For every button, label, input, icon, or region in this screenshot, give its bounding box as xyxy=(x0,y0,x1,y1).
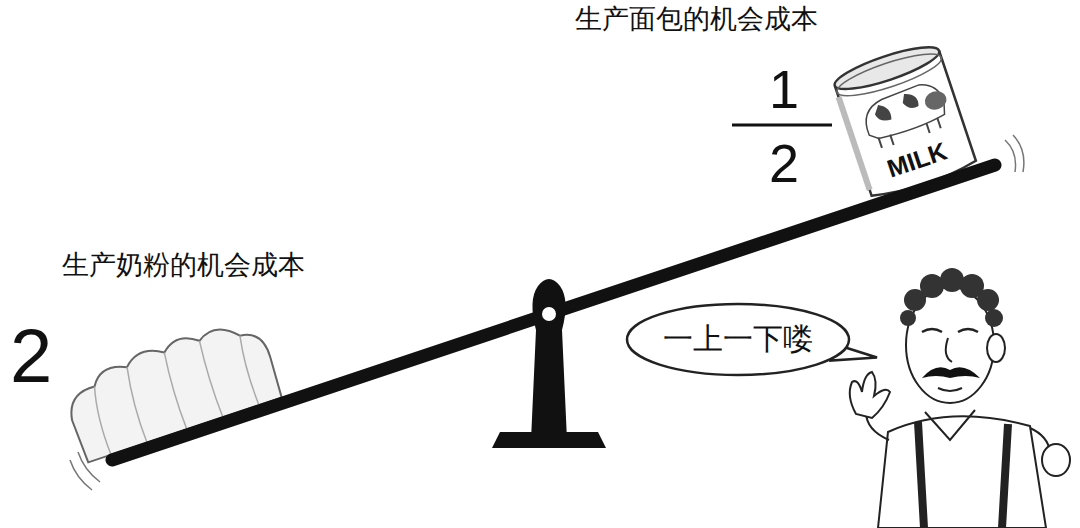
seesaw-beam xyxy=(112,165,995,460)
man-ear xyxy=(987,334,1005,362)
fraction-numerator: 1 xyxy=(769,62,799,116)
man-mouth xyxy=(938,388,962,391)
man-left-hand xyxy=(850,372,890,418)
fulcrum-base xyxy=(492,432,606,448)
motion-mark xyxy=(1013,135,1024,172)
man-nose xyxy=(946,338,952,362)
cow-head xyxy=(922,88,949,112)
fraction-denominator: 2 xyxy=(769,136,799,190)
man-suspenders xyxy=(918,422,1008,528)
man-torso xyxy=(878,416,1046,528)
man-right-hand xyxy=(1042,444,1070,476)
man-collar xyxy=(925,410,975,440)
bubble-ellipse xyxy=(627,304,849,375)
man-mustache xyxy=(922,367,980,378)
speech-bubble: 一上一下喽 xyxy=(625,302,851,377)
man-hair xyxy=(900,268,1003,327)
fraction-bar xyxy=(732,124,832,127)
man-eyes xyxy=(922,329,978,332)
cow-body xyxy=(859,79,949,143)
cost-caption: 生产面包的机会成本 xyxy=(575,6,818,33)
cost-value: 2 xyxy=(10,318,52,394)
cost-caption: 生产奶粉的机会成本 xyxy=(62,252,305,279)
bubble-text: 一上一下喽 xyxy=(663,322,813,357)
motion-mark xyxy=(70,460,92,490)
cartoon-man xyxy=(850,268,1070,528)
can-shade xyxy=(839,97,870,190)
pivot-dot xyxy=(542,307,556,321)
cow-spots xyxy=(872,91,921,124)
motion-mark xyxy=(1005,140,1016,172)
